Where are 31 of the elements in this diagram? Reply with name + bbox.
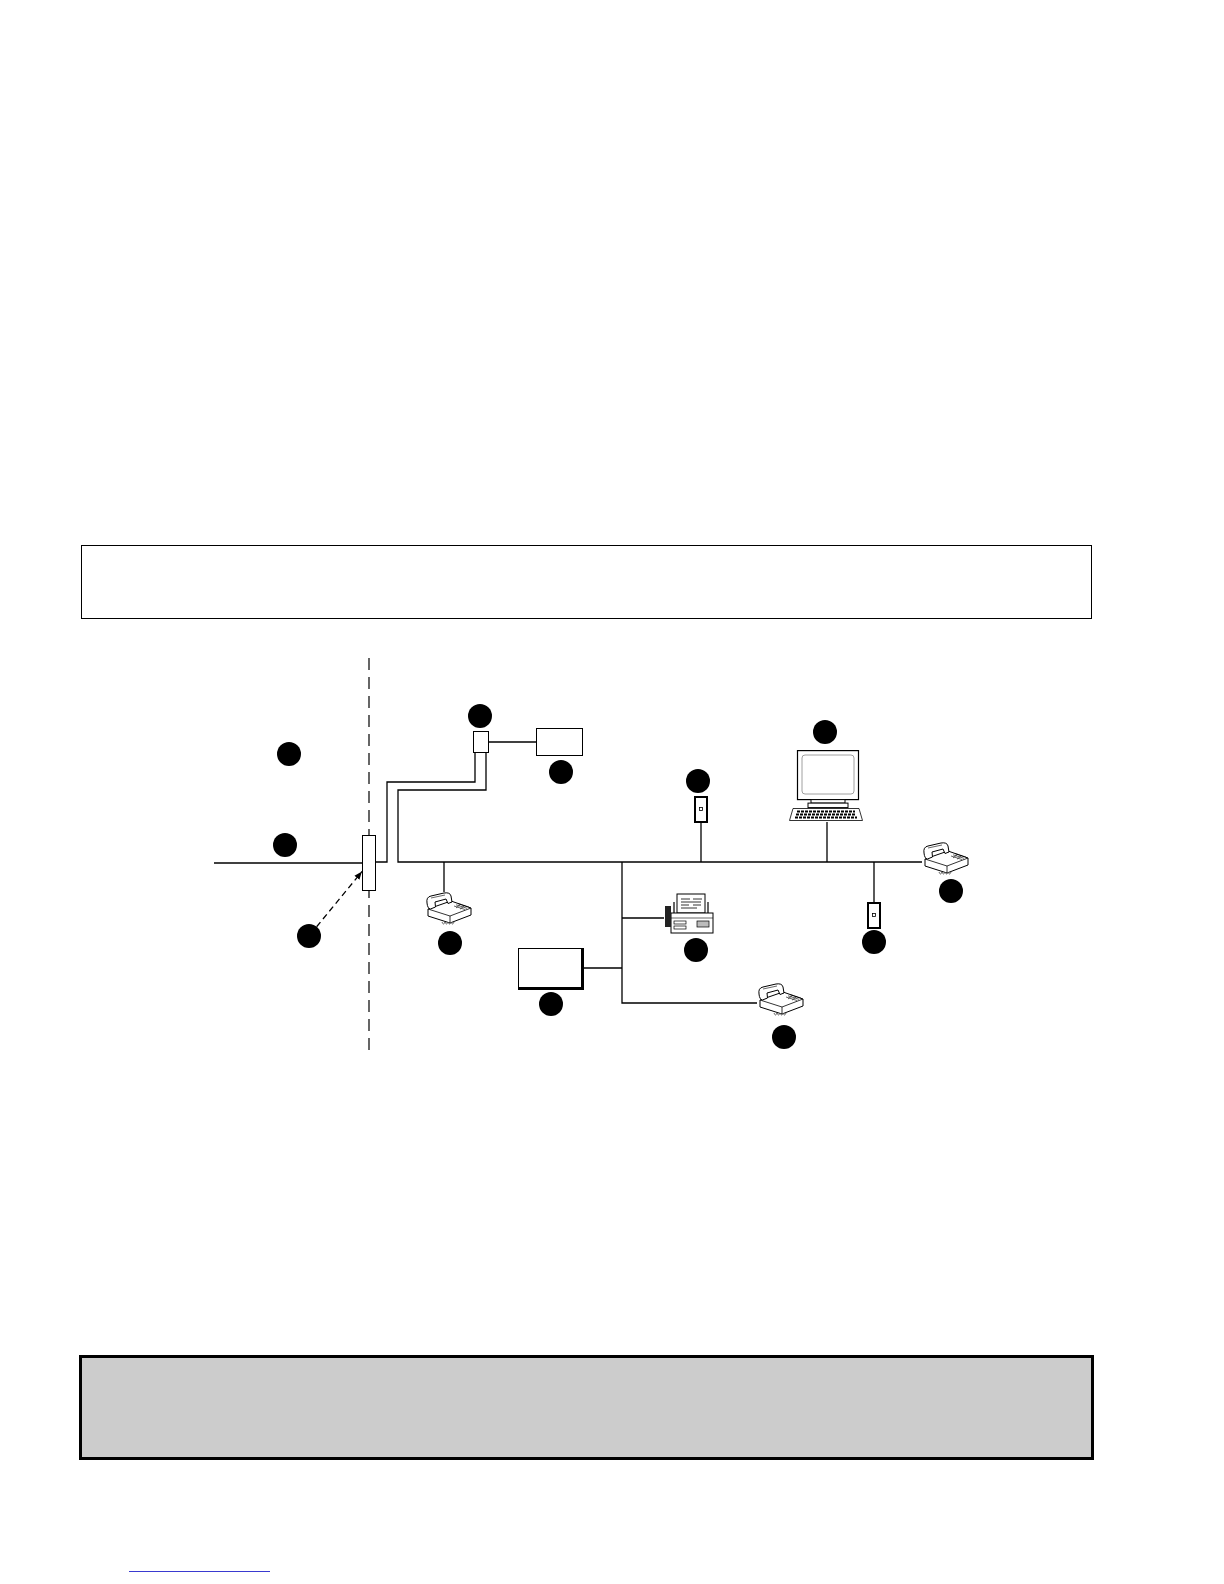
telephone-icon <box>922 842 971 878</box>
telephone-icon <box>425 892 474 928</box>
small-box <box>473 731 489 753</box>
wire <box>826 821 828 863</box>
wire <box>826 861 875 863</box>
wall-jack-icon <box>694 796 708 823</box>
wire <box>873 861 923 863</box>
callout-dot-icon <box>297 924 321 948</box>
wire <box>621 967 758 1004</box>
wire <box>700 822 702 863</box>
wire <box>700 861 828 863</box>
wire <box>443 861 445 893</box>
rectangle-box <box>518 948 584 990</box>
fax-machine-icon <box>664 893 717 935</box>
wire <box>443 861 623 863</box>
wire <box>397 752 487 863</box>
telephone-icon <box>757 983 806 1019</box>
wire <box>583 967 623 969</box>
wire <box>213 862 363 864</box>
wire <box>488 741 537 743</box>
wire <box>621 917 665 919</box>
wire <box>621 861 702 863</box>
leader-arrow <box>315 870 363 928</box>
tall-narrow-box <box>362 835 376 891</box>
wire <box>375 752 476 863</box>
rectangle-box <box>536 728 583 756</box>
computer-icon <box>789 750 863 822</box>
wire <box>873 861 875 903</box>
wall-jack-icon <box>867 902 881 929</box>
wire <box>621 861 623 919</box>
wire <box>621 917 623 969</box>
